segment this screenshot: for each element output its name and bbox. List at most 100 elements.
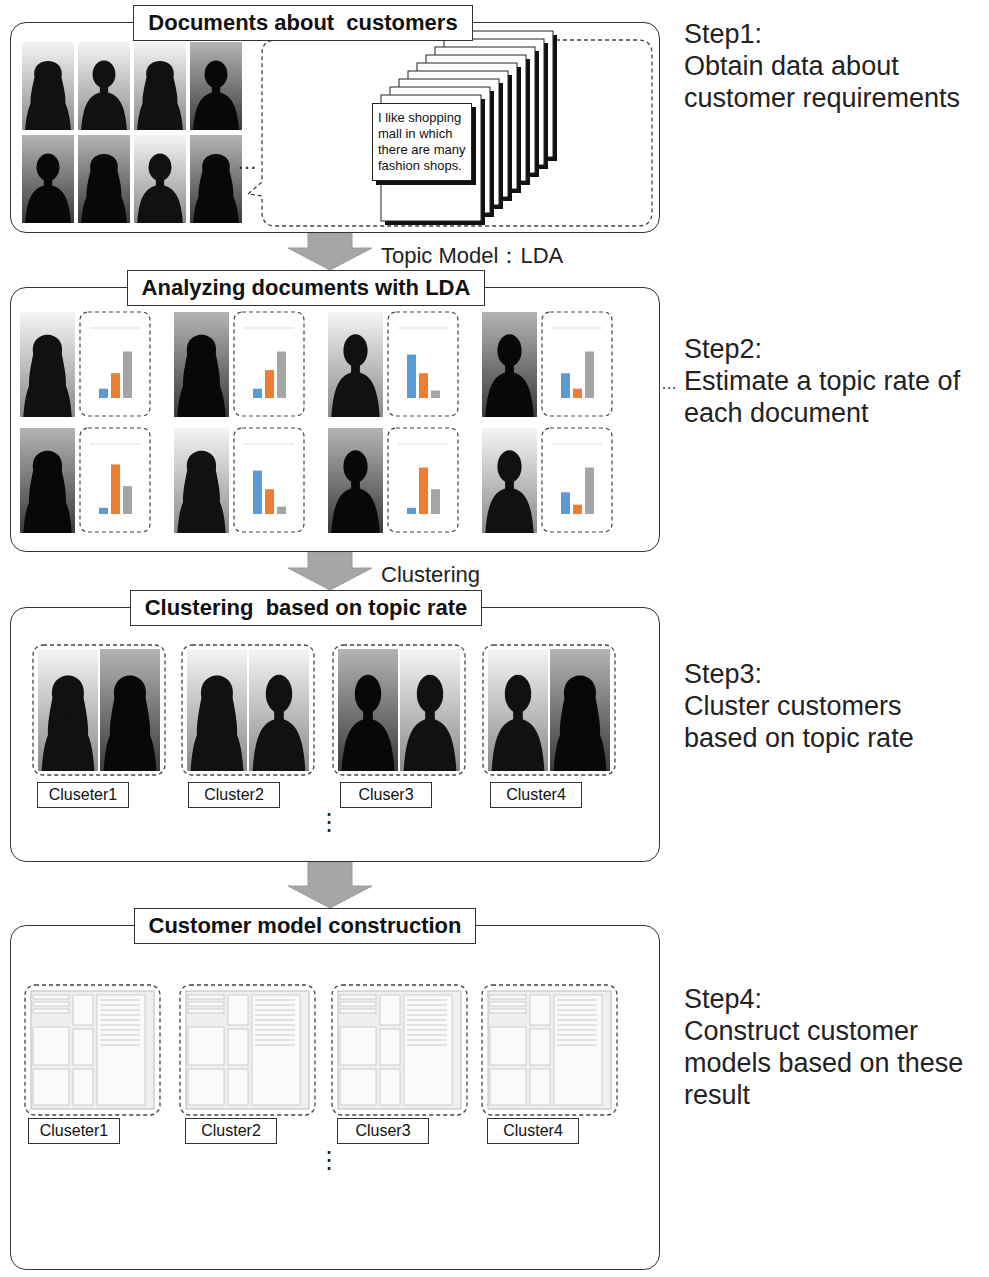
cluster-name: Cluster2 — [194, 1121, 268, 1141]
chart-frame — [80, 312, 150, 416]
step-panel: Analyzing documents with LDA — [10, 270, 660, 552]
cluster-name: Cluster4 — [496, 1121, 570, 1141]
topic-bar — [561, 373, 570, 398]
sheet-field — [228, 1069, 248, 1105]
panel-outline — [10, 22, 660, 233]
cluster-label: Cluster4 — [487, 1118, 579, 1144]
sheet-line — [255, 1024, 295, 1025]
sheet-field — [340, 1069, 376, 1105]
cluster-outline — [483, 645, 615, 775]
customer-silhouette — [550, 649, 610, 771]
panel-heading: Customer model construction — [134, 908, 477, 944]
step-text: Cluster customers based on topic rate — [684, 690, 982, 754]
sheet-line — [255, 999, 295, 1000]
customer-silhouette — [78, 42, 130, 130]
chart-gridline — [552, 444, 602, 445]
sheet-line — [100, 1039, 140, 1040]
step-text: Step3: — [684, 658, 762, 690]
chart-gridline — [552, 328, 602, 329]
card-outline — [180, 985, 315, 1115]
panel-heading: Clustering based on topic rate — [130, 590, 483, 626]
ellipsis-mark: ⋮ — [317, 1146, 341, 1174]
sheet-line — [100, 1044, 140, 1045]
customer-silhouette — [328, 428, 383, 533]
sheet-field — [33, 1009, 69, 1013]
customer-silhouette — [134, 42, 186, 130]
sheet-line — [557, 1024, 597, 1025]
customer-silhouettes — [20, 42, 610, 771]
customer-silhouette — [22, 135, 74, 223]
sheet-line — [100, 1014, 140, 1015]
topic-bar — [277, 507, 286, 514]
cluster-label: Cluser3 — [337, 1118, 429, 1144]
arrow-label: Topic Model：LDA — [378, 243, 566, 269]
cluster-outline — [182, 645, 314, 775]
cluster-name: Cluser3 — [346, 1121, 420, 1141]
topic-bar — [431, 391, 440, 398]
sheet-line — [557, 1044, 597, 1045]
sheet-line — [100, 1029, 140, 1030]
customer-silhouette — [190, 135, 242, 223]
cluster-outline — [333, 645, 465, 775]
sheet-line — [255, 1004, 295, 1005]
sheet-line — [100, 1019, 140, 1020]
topic-bar — [265, 489, 274, 514]
sheet-line — [557, 999, 597, 1000]
sheet-line — [557, 1014, 597, 1015]
topic-bar — [253, 471, 262, 514]
topic-bar — [585, 468, 594, 515]
model-sheet — [186, 991, 309, 1109]
chart-gridline — [90, 444, 140, 445]
sheet-line — [255, 1034, 295, 1035]
customer-silhouette — [328, 312, 383, 417]
chart-gridline — [398, 328, 448, 329]
panel-heading: Documents about customers — [133, 5, 472, 41]
sheet-line — [100, 1004, 140, 1005]
step-panel: Documents about customersI like shopping… — [10, 5, 660, 233]
cluster-outline — [33, 645, 165, 775]
sheet-line — [407, 1034, 447, 1035]
topic-charts — [80, 312, 612, 532]
sheet-field — [188, 1002, 224, 1006]
sheet-line — [557, 1029, 597, 1030]
panel-heading: Analyzing documents with LDA — [127, 270, 486, 306]
sheet-field — [530, 1029, 550, 1065]
card-outline — [332, 985, 467, 1115]
topic-bar — [585, 352, 594, 399]
sheet-field — [340, 1009, 376, 1013]
sheet-field — [490, 995, 526, 999]
customer-silhouette — [249, 649, 309, 771]
customer-silhouette — [22, 42, 74, 130]
model-sheet — [31, 991, 154, 1109]
customer-silhouette — [134, 135, 186, 223]
sheet-field — [340, 995, 376, 999]
sheet-line — [407, 1009, 447, 1010]
cluster-label: Cluster4 — [490, 782, 582, 808]
chart-frame — [80, 428, 150, 532]
sheet-field — [404, 995, 452, 1105]
sheet-field — [554, 995, 602, 1105]
topic-bar — [111, 464, 120, 514]
cluster-label: Cluster2 — [185, 1118, 277, 1144]
sheet-field — [73, 995, 93, 1025]
customer-silhouette — [190, 42, 242, 130]
step-text: Construct customer models based on these… — [684, 1015, 982, 1111]
sheet-field — [490, 1002, 526, 1006]
card-outline — [25, 985, 160, 1115]
customer-silhouette — [187, 649, 247, 771]
step-text: Step2: — [684, 333, 762, 365]
cluster-name: Cluser3 — [349, 785, 423, 805]
chart-frame — [388, 312, 458, 416]
ellipsis-mark: … — [661, 374, 677, 393]
sheet-line — [255, 1039, 295, 1040]
sheet-field — [228, 1029, 248, 1065]
sheet-line — [255, 1014, 295, 1015]
sheet-line — [557, 1004, 597, 1005]
topic-bar — [265, 370, 274, 398]
customer-silhouette — [100, 649, 160, 771]
cluster-label: Cluser3 — [340, 782, 432, 808]
topic-bar — [277, 352, 286, 399]
sheet-line — [407, 1029, 447, 1030]
topic-bar — [123, 352, 132, 399]
